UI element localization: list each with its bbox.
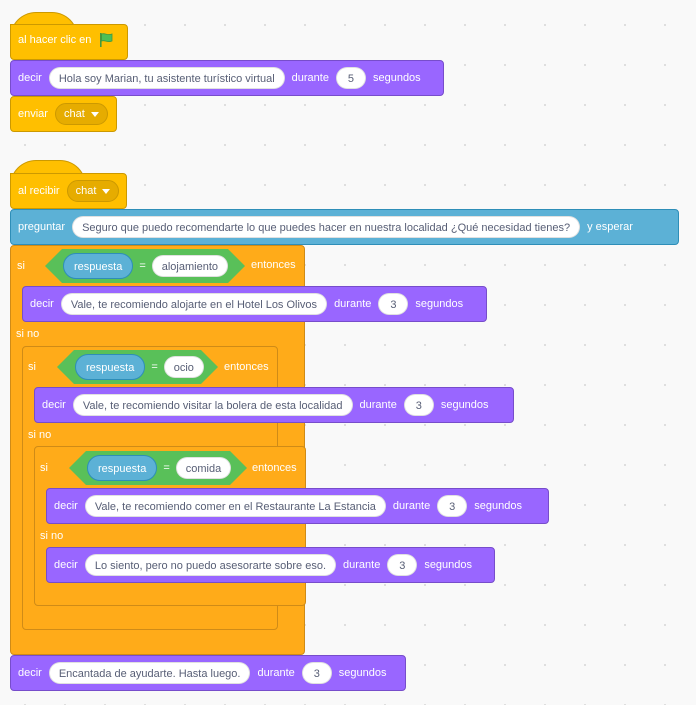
say-alojamiento-block[interactable]: decir Vale, te recomiendo alojarte en el… — [22, 286, 487, 322]
during-label: durante — [359, 399, 397, 411]
broadcast-message-value: chat — [63, 108, 85, 120]
say-fallback-block[interactable]: decir Lo siento, pero no puedo asesorart… — [46, 547, 495, 583]
seconds-input[interactable]: 3 — [378, 293, 409, 315]
during-label: durante — [392, 500, 431, 512]
say-ocio-block[interactable]: decir Vale, te recomiendo visitar la bol… — [34, 387, 514, 423]
say-text-input[interactable]: Hola soy Marian, tu asistente turístico … — [48, 67, 285, 89]
if3-then-label: entonces — [252, 462, 297, 474]
seconds-input[interactable]: 3 — [403, 394, 434, 416]
answer-reporter[interactable]: respuesta — [87, 455, 157, 481]
seconds-label: segundos — [372, 72, 421, 84]
broadcast-label: enviar — [18, 108, 48, 120]
if3-label: si — [40, 462, 48, 474]
broadcast-block[interactable]: enviar chat — [10, 96, 117, 132]
say-goodbye-block[interactable]: decir Encantada de ayudarte. Hasta luego… — [10, 655, 406, 691]
say-label: decir — [54, 500, 78, 512]
during-label: durante — [257, 667, 295, 679]
ask-wait-label: y esperar — [587, 221, 633, 233]
say-text-input[interactable]: Vale, te recomiendo comer en el Restaura… — [84, 495, 386, 517]
equals-sign: = — [163, 462, 170, 474]
receive-message-value: chat — [75, 185, 97, 197]
say-for-secs-block[interactable]: decir Hola soy Marian, tu asistente turí… — [10, 60, 444, 96]
say-label: decir — [42, 399, 66, 411]
if1-header: si — [17, 249, 25, 283]
if2-then-label: entonces — [224, 361, 269, 373]
receive-message-dropdown[interactable]: chat — [66, 180, 120, 202]
seconds-label: segundos — [424, 559, 473, 571]
during-label: durante — [291, 72, 329, 84]
seconds-input[interactable]: 3 — [437, 495, 468, 517]
say-text-input[interactable]: Vale, te recomiendo alojarte en el Hotel… — [60, 293, 328, 315]
if1-else-label: si no — [16, 328, 40, 340]
answer-reporter[interactable]: respuesta — [75, 354, 145, 380]
if3-header: si — [40, 451, 48, 485]
answer-reporter[interactable]: respuesta — [63, 253, 133, 279]
seconds-label: segundos — [415, 298, 464, 310]
ask-label: preguntar — [18, 221, 66, 233]
if2-label: si — [28, 361, 36, 373]
when-i-receive-block[interactable]: al recibir chat — [10, 173, 127, 209]
equals-operator-alojamiento[interactable]: respuesta = alojamiento — [45, 249, 245, 283]
if1-label: si — [17, 260, 25, 272]
say-label: decir — [54, 559, 78, 571]
say-text-input[interactable]: Encantada de ayudarte. Hasta luego. — [48, 662, 251, 684]
equals-sign: = — [151, 361, 158, 373]
say-label: decir — [18, 667, 42, 679]
if1-mouth-top — [22, 283, 305, 325]
during-label: durante — [343, 559, 381, 571]
equals-operator-comida[interactable]: respuesta = comida — [69, 451, 247, 485]
green-flag-icon — [100, 33, 113, 47]
equals-operator-ocio[interactable]: respuesta = ocio — [57, 350, 218, 384]
if2-else-label: si no — [28, 429, 52, 441]
seconds-label: segundos — [440, 399, 489, 411]
when-receive-label: al recibir — [18, 185, 60, 197]
when-flag-clicked-block[interactable]: al hacer clic en — [10, 24, 128, 60]
dropdown-caret-icon — [90, 111, 99, 117]
ask-question-input[interactable]: Seguro que puedo recomendarte lo que pue… — [72, 216, 581, 238]
seconds-input[interactable]: 3 — [387, 554, 418, 576]
if2-header: si — [28, 350, 36, 384]
during-label: durante — [334, 298, 372, 310]
broadcast-message-dropdown[interactable]: chat — [54, 103, 108, 125]
equals-sign: = — [139, 260, 146, 272]
seconds-label: segundos — [474, 500, 522, 512]
if1-then-label: entonces — [251, 259, 296, 271]
say-label: decir — [18, 72, 42, 84]
ask-and-wait-block[interactable]: preguntar Seguro que puedo recomendarte … — [10, 209, 679, 245]
say-text-input[interactable]: Vale, te recomiendo visitar la bolera de… — [72, 394, 353, 416]
dropdown-caret-icon — [102, 188, 111, 194]
say-text-input[interactable]: Lo siento, pero no puedo asesorarte sobr… — [84, 554, 336, 576]
seconds-input[interactable]: 3 — [301, 662, 332, 684]
compare-value-input[interactable]: alojamiento — [152, 255, 228, 277]
when-flag-clicked-label: al hacer clic en — [18, 34, 92, 46]
compare-value-input[interactable]: ocio — [164, 356, 204, 378]
if3-else-label: si no — [40, 530, 64, 542]
seconds-label: segundos — [338, 667, 387, 679]
say-label: decir — [30, 298, 54, 310]
say-comida-block[interactable]: decir Vale, te recomiendo comer en el Re… — [46, 488, 549, 524]
seconds-input[interactable]: 5 — [335, 67, 366, 89]
compare-value-input[interactable]: comida — [176, 457, 231, 479]
